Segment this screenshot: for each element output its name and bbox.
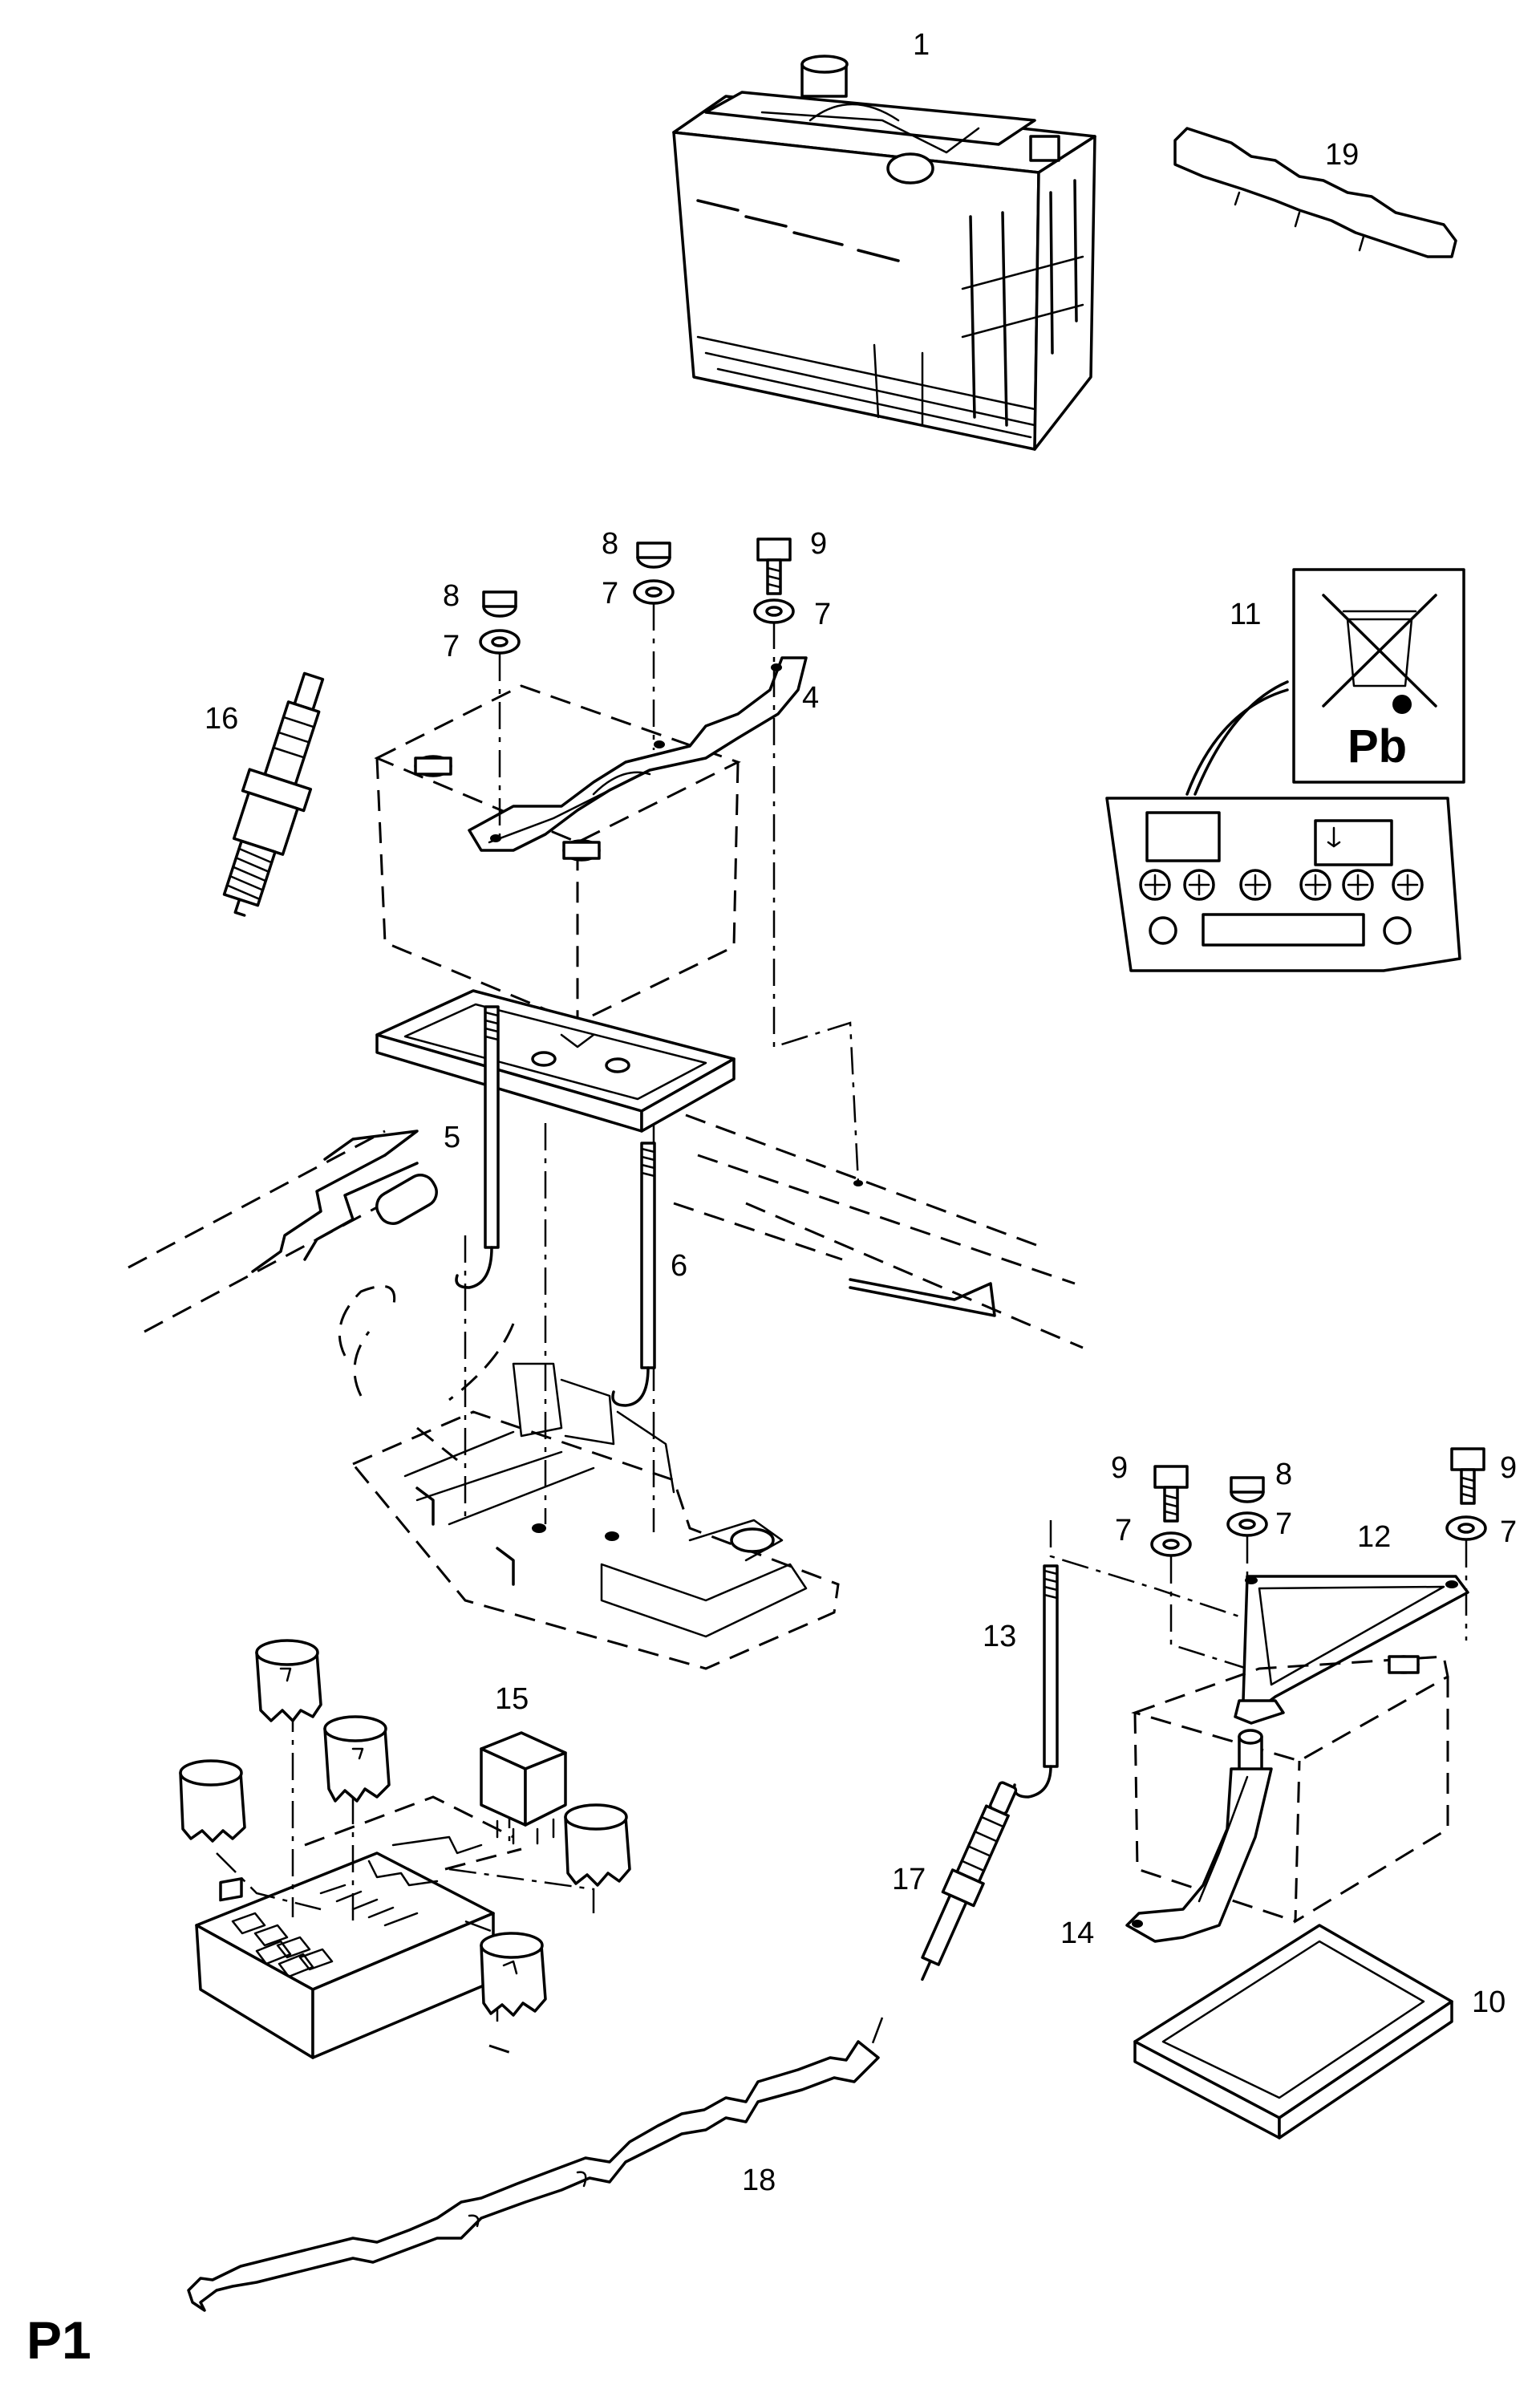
hook-rod-part-5 xyxy=(455,1005,500,1289)
vehicle-body-frame xyxy=(128,1113,1084,1462)
callout-9-right-b: 9 xyxy=(1500,1451,1517,1485)
relay-c xyxy=(179,1759,246,1843)
callout-8-center: 8 xyxy=(602,527,618,561)
battery-outline-dashed xyxy=(374,684,741,1025)
relay-part-15 xyxy=(480,1731,567,1845)
label-symbols-row xyxy=(1139,869,1424,901)
hold-down-bracket-part-4 xyxy=(468,656,808,852)
battery-outline-right xyxy=(1131,1655,1449,1924)
nut-8-center xyxy=(636,541,671,569)
pb-marking: Pb xyxy=(1348,720,1407,773)
battery-tray-upper xyxy=(375,989,736,1133)
callout-8-left: 8 xyxy=(443,579,460,613)
callout-1: 1 xyxy=(913,28,930,62)
washer-7-right-c xyxy=(1445,1515,1487,1541)
callout-7-center: 7 xyxy=(602,577,618,610)
washer-7-center xyxy=(633,579,675,605)
callout-18: 18 xyxy=(742,2164,776,2197)
clamp-strip-part-19 xyxy=(1173,127,1457,258)
washer-7-left xyxy=(479,629,521,655)
callout-13: 13 xyxy=(983,1620,1016,1653)
callout-8-right: 8 xyxy=(1275,1458,1292,1491)
bolt-9-top xyxy=(756,537,792,595)
callout-9-right-a: 9 xyxy=(1111,1451,1128,1485)
callout-7-left: 7 xyxy=(443,630,460,663)
callout-4: 4 xyxy=(802,681,819,715)
callout-12: 12 xyxy=(1357,1520,1391,1554)
relay-b xyxy=(323,1715,391,1803)
relay-d xyxy=(564,1803,631,1887)
fuse-box xyxy=(195,1835,495,2059)
callout-7-right: 7 xyxy=(814,598,831,631)
bracket-part-14 xyxy=(1125,1729,1273,1943)
callout-14: 14 xyxy=(1060,1916,1094,1950)
battery-tray-part-10 xyxy=(1133,1924,1453,2139)
hold-down-frame-part-12 xyxy=(1234,1575,1469,1725)
callout-9-top: 9 xyxy=(810,527,827,561)
callout-15: 15 xyxy=(495,1682,529,1716)
callout-7-right-c: 7 xyxy=(1500,1515,1517,1549)
relay-e xyxy=(480,1932,547,2017)
relay-box-dashed-outline xyxy=(216,1705,595,2055)
callout-16: 16 xyxy=(205,702,238,736)
battery-mount-base xyxy=(351,1362,840,1670)
callout-10: 10 xyxy=(1472,1985,1506,2019)
washer-7-right-a xyxy=(1150,1531,1192,1557)
spark-plug-part-16 xyxy=(222,671,325,917)
callout-19: 19 xyxy=(1325,138,1359,172)
callout-5: 5 xyxy=(444,1121,460,1154)
cable-part-18 xyxy=(187,2017,884,2312)
callout-6: 6 xyxy=(671,1249,687,1283)
page-label: P1 xyxy=(26,2310,91,2370)
recycling-label-part-11: Pb xyxy=(1105,568,1465,972)
callout-7-right-b: 7 xyxy=(1275,1507,1292,1541)
washer-7-right-b xyxy=(1226,1511,1268,1537)
relay-a xyxy=(255,1639,322,1722)
callout-11: 11 xyxy=(1230,598,1261,631)
nut-8-left xyxy=(482,590,517,618)
hook-rod-part-13 xyxy=(1012,1564,1059,1799)
bolt-9-right-a xyxy=(1153,1465,1189,1523)
battery-part-1 xyxy=(672,55,1096,451)
bolt-9-right-b xyxy=(1450,1447,1485,1505)
nut-8-right xyxy=(1230,1476,1265,1503)
hook-rod-part-6 xyxy=(611,1142,656,1407)
callout-17: 17 xyxy=(892,1863,926,1896)
callout-7-right-a: 7 xyxy=(1115,1514,1132,1547)
glow-plug-part-17 xyxy=(921,1781,1018,1981)
washer-7-right xyxy=(753,598,795,624)
